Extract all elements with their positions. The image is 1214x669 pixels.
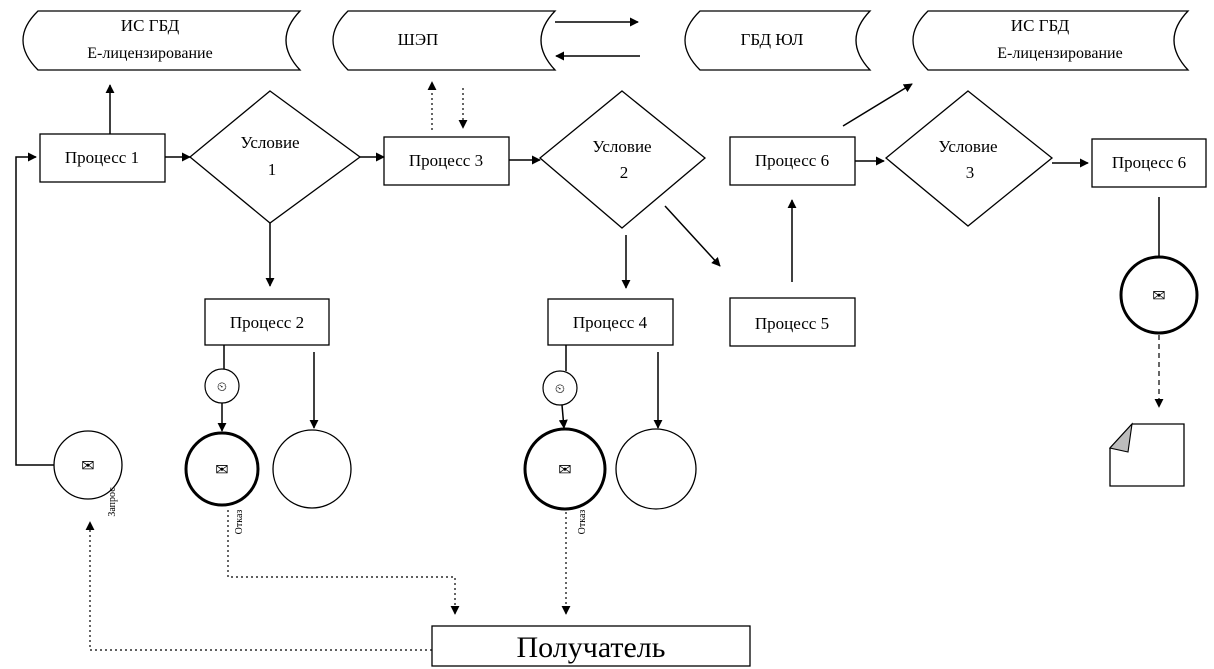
arrow-request-to-p1 (15, 152, 54, 466)
envelope-icon: ✉ (558, 460, 571, 479)
envelope-icon: ✉ (1152, 286, 1165, 305)
process-6-first: Процесс 6 (729, 136, 856, 186)
process-label: Процесс 6 (755, 151, 829, 170)
refusal-end-event-1: ✉ (184, 431, 260, 507)
refusal-end-event-2: ✉ (523, 427, 607, 511)
condition-label-line1: Условие (592, 137, 651, 156)
database-is-gbd-right: ИС ГБД Е-лицензирование (912, 10, 1190, 71)
request-label: Запрос (107, 487, 118, 517)
condition-label-line1: Условие (938, 137, 997, 156)
condition-1: Условие 1 (188, 90, 362, 224)
refusal-label-1: Отказ (234, 510, 245, 535)
refusal-label-2: Отказ (577, 510, 588, 535)
envelope-icon: ✉ (215, 460, 228, 479)
condition-2: Условие 2 (538, 90, 707, 229)
timer-event-2: ⏲ (542, 370, 578, 406)
database-label: ГБД ЮЛ (741, 30, 804, 49)
condition-label-line2: 1 (268, 160, 277, 179)
process-label: Процесс 4 (573, 313, 648, 332)
condition-3: Условие 3 (884, 90, 1054, 227)
arrow-timer-to-refusal2 (558, 404, 568, 429)
timer-icon: ⏲ (555, 382, 565, 397)
process-label: Процесс 2 (230, 313, 304, 332)
recipient-label: Получатель (517, 631, 666, 664)
recipient-box: Получатель (431, 625, 751, 667)
result-end-event: ✉ (1119, 255, 1199, 335)
process-2: Процесс 2 (204, 298, 330, 346)
database-label-line2: Е-лицензирование (87, 45, 212, 62)
output-document (1108, 422, 1185, 487)
condition-label-line1: Условие (240, 133, 299, 152)
process-label: Процесс 3 (409, 151, 483, 170)
timer-event-1: ⏲ (204, 368, 240, 404)
envelope-icon: ✉ (81, 456, 94, 475)
database-label-line2: Е-лицензирование (997, 45, 1122, 62)
process-5: Процесс 5 (729, 297, 856, 347)
database-gbd-ul: ГБД ЮЛ (684, 10, 872, 71)
end-event-1 (272, 429, 352, 509)
process-6-second: Процесс 6 (1091, 138, 1207, 188)
database-is-gbd-left: ИС ГБД Е-лицензирование (22, 10, 302, 71)
arrow-c2-to-p5 (664, 205, 721, 267)
dotted-refusal1-to-recipient (227, 510, 460, 615)
condition-label-line2: 2 (620, 163, 629, 182)
arrow-p6-to-isgbd (842, 83, 913, 127)
dotted-recipient-to-request (85, 521, 432, 651)
process-label: Процесс 1 (65, 148, 139, 167)
process-3: Процесс 3 (383, 136, 510, 186)
solid-connectors (15, 17, 1160, 466)
condition-label-line2: 3 (966, 163, 975, 182)
process-label: Процесс 6 (1112, 153, 1186, 172)
database-label-line1: ИС ГБД (121, 16, 180, 35)
database-label: ШЭП (398, 30, 439, 49)
process-4: Процесс 4 (547, 298, 674, 346)
dotted-connectors (85, 81, 1164, 651)
database-shep: ШЭП (332, 10, 557, 71)
database-label-line1: ИС ГБД (1011, 16, 1070, 35)
process-label: Процесс 5 (755, 314, 829, 333)
process-1: Процесс 1 (39, 133, 166, 183)
end-event-2 (615, 428, 697, 510)
timer-icon: ⏲ (217, 380, 227, 395)
